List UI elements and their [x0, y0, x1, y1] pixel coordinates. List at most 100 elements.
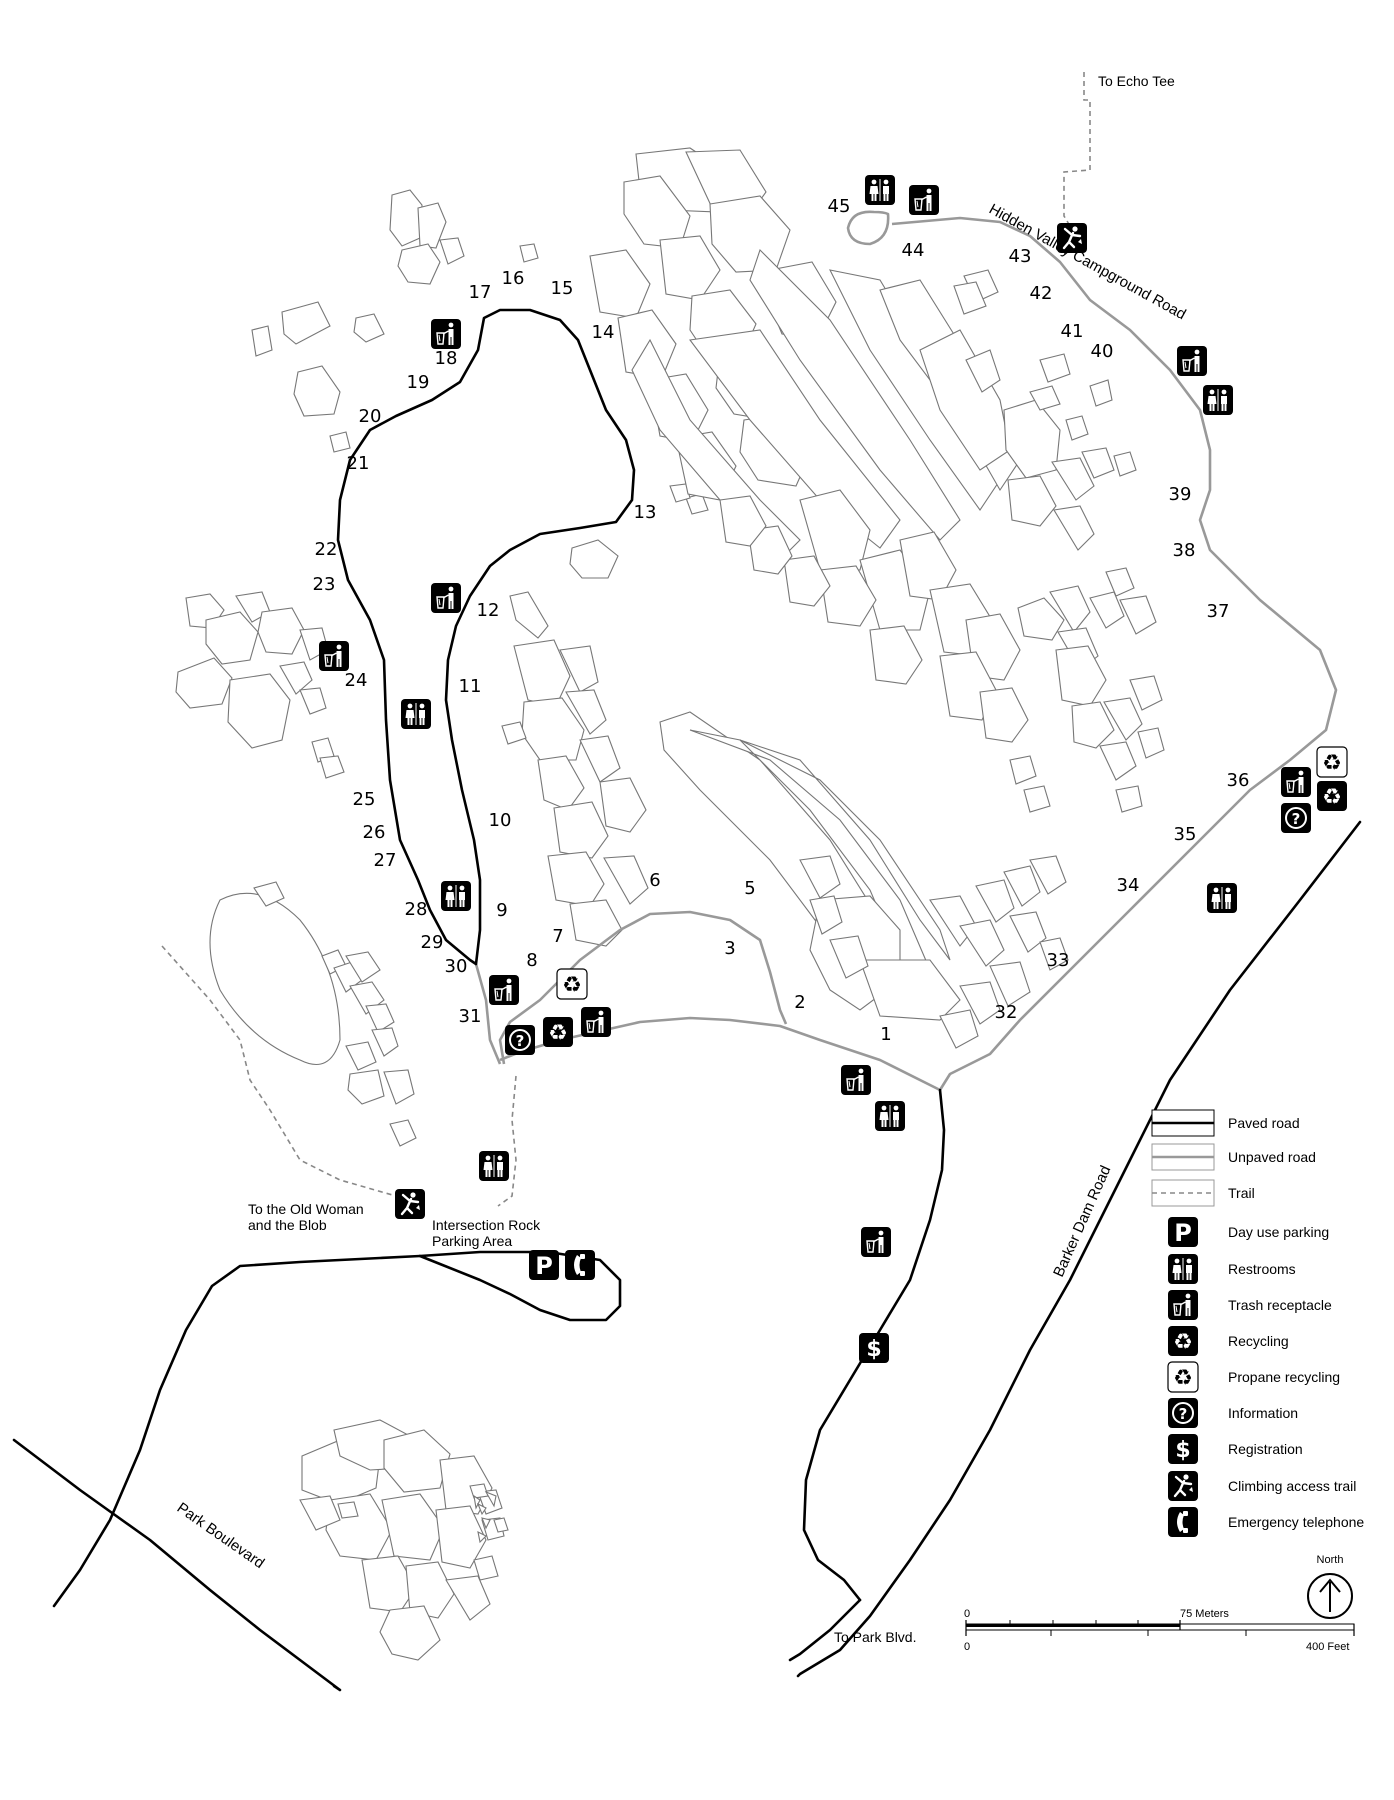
campsite-number-43: 43	[1009, 246, 1032, 267]
information-icon	[1167, 1397, 1199, 1429]
unpaved-roads	[474, 210, 1338, 1092]
trail-old-woman	[161, 945, 407, 1207]
scale-meters-zero: 0	[964, 1608, 970, 1620]
campsite-number-31: 31	[459, 1006, 482, 1027]
campsite-number-44: 44	[902, 240, 925, 261]
trash-icon	[1167, 1289, 1199, 1321]
campsite-number-32: 32	[995, 1002, 1018, 1023]
to-park-blvd	[788, 1598, 862, 1662]
north-arrow: North	[1307, 1554, 1353, 1619]
trash-icon	[580, 1006, 612, 1038]
campsite-number-37: 37	[1207, 601, 1230, 622]
campsite-number-33: 33	[1047, 950, 1070, 971]
campsite-number-25: 25	[353, 789, 376, 810]
loop-road-north	[498, 910, 788, 1065]
information-icon	[1280, 802, 1312, 834]
legend-label: Unpaved road	[1228, 1149, 1316, 1165]
campsite-number-1: 1	[880, 1024, 891, 1045]
campsite-number-24: 24	[345, 670, 368, 691]
loop-road-west	[474, 963, 502, 1065]
to-old-woman-label-1: To the Old Woman	[248, 1201, 364, 1217]
park-boulevard-label: Park Boulevard	[174, 1499, 268, 1572]
campsite-number-30: 30	[445, 956, 468, 977]
restroom-icon	[1202, 384, 1234, 416]
campsite-number-26: 26	[363, 822, 386, 843]
trash-icon	[1280, 766, 1312, 798]
trash-icon	[860, 1226, 892, 1258]
trash-icon	[1176, 345, 1208, 377]
barker-dam-road	[796, 820, 1362, 1678]
campsite-number-16: 16	[502, 268, 525, 289]
telephone-icon	[565, 1250, 595, 1280]
campsite-number-29: 29	[421, 932, 444, 953]
entrance-road	[802, 1088, 946, 1602]
to-echo-tee-label: To Echo Tee	[1098, 73, 1175, 89]
trash-icon	[318, 640, 350, 672]
propane-recycling-icon	[1167, 1361, 1199, 1393]
north-label: North	[1317, 1554, 1344, 1566]
legend-label: Day use parking	[1228, 1224, 1329, 1240]
legend-label: Restrooms	[1228, 1261, 1296, 1277]
campsite-number-36: 36	[1227, 770, 1250, 791]
trail-intersection-rock	[497, 1075, 517, 1207]
registration-icon	[859, 1333, 889, 1363]
legend-unpaved-road: Unpaved road	[1151, 1143, 1316, 1171]
legend-label: Propane recycling	[1228, 1369, 1340, 1385]
campsite-number-20: 20	[359, 406, 382, 427]
scale-feet-zero: 0	[964, 1641, 970, 1653]
trail-echo-tee	[1063, 72, 1091, 237]
climbing-icon	[1055, 221, 1089, 255]
intersection-rock-road	[52, 1254, 422, 1608]
restroom-icon	[1167, 1253, 1199, 1285]
park-boulevard	[12, 1438, 342, 1692]
campsite-number-28: 28	[405, 899, 428, 920]
parking-icon	[529, 1250, 559, 1280]
campsite-number-45: 45	[828, 196, 851, 217]
to-old-woman-label-2: and the Blob	[248, 1217, 327, 1233]
campsite-number-23: 23	[313, 574, 336, 595]
restroom-icon	[478, 1150, 510, 1182]
scale-feet-label: 400 Feet	[1306, 1641, 1349, 1653]
restroom-icon	[440, 880, 472, 912]
campsite-number-39: 39	[1169, 484, 1192, 505]
campsite-number-35: 35	[1174, 824, 1197, 845]
legend-label: Registration	[1228, 1441, 1303, 1457]
trash-icon	[908, 184, 940, 216]
legend-paved-road: Paved road	[1151, 1109, 1300, 1137]
restroom-icon	[874, 1100, 906, 1132]
campsite-number-18: 18	[435, 348, 458, 369]
intersection-rock-label-2: Parking Area	[432, 1233, 512, 1249]
intersection-rock-label-1: Intersection Rock	[432, 1217, 541, 1233]
trash-icon	[488, 974, 520, 1006]
to-park-blvd-label: To Park Blvd.	[834, 1629, 916, 1645]
recycling-icon	[1168, 1326, 1198, 1356]
hidden-valley-campground-road	[891, 216, 1338, 1091]
campsite-number-12: 12	[477, 600, 500, 621]
propane-recycling-icon	[1316, 746, 1348, 778]
trails	[161, 72, 1091, 1207]
trash-icon	[840, 1064, 872, 1096]
west-loop-road	[336, 308, 636, 966]
campsite-number-21: 21	[347, 453, 370, 474]
scale-bar: 0 75 Meters 0 400 Feet	[964, 1608, 1355, 1653]
boulders	[175, 147, 1165, 1661]
campsite-number-13: 13	[634, 502, 657, 523]
propane-recycling-icon	[556, 968, 588, 1000]
campsite-number-2: 2	[794, 992, 805, 1013]
recycling-icon	[1317, 781, 1347, 811]
campsite-number-8: 8	[526, 950, 537, 971]
campsite-number-7: 7	[552, 926, 563, 947]
legend: Paved road Unpaved road Trail Day use pa…	[1151, 1109, 1364, 1537]
campsite-number-40: 40	[1091, 341, 1114, 362]
legend-label: Trail	[1228, 1185, 1255, 1201]
trash-icon	[430, 318, 462, 350]
legend-label: Trash receptacle	[1228, 1297, 1332, 1313]
site-44-circle	[846, 210, 890, 246]
restroom-icon	[1206, 882, 1238, 914]
information-icon	[504, 1024, 536, 1056]
climbing-icon	[393, 1187, 427, 1221]
campsite-number-42: 42	[1030, 283, 1053, 304]
legend-label: Climbing access trail	[1228, 1478, 1356, 1494]
loop-road-south	[499, 1016, 941, 1092]
